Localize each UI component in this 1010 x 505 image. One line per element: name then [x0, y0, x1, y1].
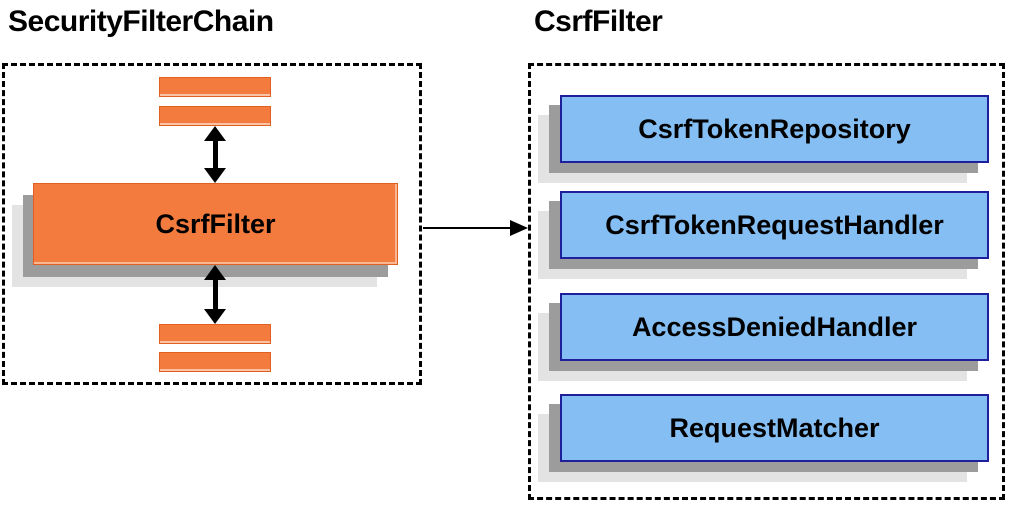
filter-chain-bar — [159, 324, 271, 344]
component-node-access-denied-handler: AccessDeniedHandler — [560, 293, 989, 361]
component-node-request-matcher: RequestMatcher — [560, 394, 989, 462]
csrf-filter-node-label: CsrfFilter — [155, 208, 276, 239]
left-panel-title: SecurityFilterChain — [8, 5, 274, 38]
filter-chain-bar — [159, 77, 271, 97]
arrow-shaft — [212, 141, 218, 168]
filter-chain-bar — [159, 106, 271, 126]
security-filter-chain-panel — [2, 63, 422, 385]
arrowhead-up-icon — [204, 265, 226, 280]
component-node-label: AccessDeniedHandler — [631, 311, 918, 342]
component-node-csrf-token-request-handler: CsrfTokenRequestHandler — [560, 191, 989, 259]
double-headed-arrow-icon — [204, 265, 226, 324]
csrf-filter-node: CsrfFilter — [33, 183, 398, 265]
right-panel-title: CsrfFilter — [534, 5, 663, 38]
arrowhead-down-icon — [204, 168, 226, 183]
component-node-label: RequestMatcher — [669, 412, 880, 443]
arrowhead-down-icon — [204, 309, 226, 324]
double-headed-arrow-icon — [204, 126, 226, 183]
arrowhead-right-icon — [510, 220, 528, 236]
component-node-csrf-token-repository: CsrfTokenRepository — [560, 95, 989, 163]
arrow-shaft — [423, 227, 510, 229]
arrow-shaft — [212, 280, 218, 309]
arrowhead-up-icon — [204, 126, 226, 141]
component-node-label: CsrfTokenRepository — [638, 113, 911, 144]
connector-arrow-icon — [423, 219, 528, 237]
component-node-label: CsrfTokenRequestHandler — [605, 209, 944, 240]
csrf-filter-panel — [528, 63, 1005, 500]
filter-chain-bar — [159, 352, 271, 372]
